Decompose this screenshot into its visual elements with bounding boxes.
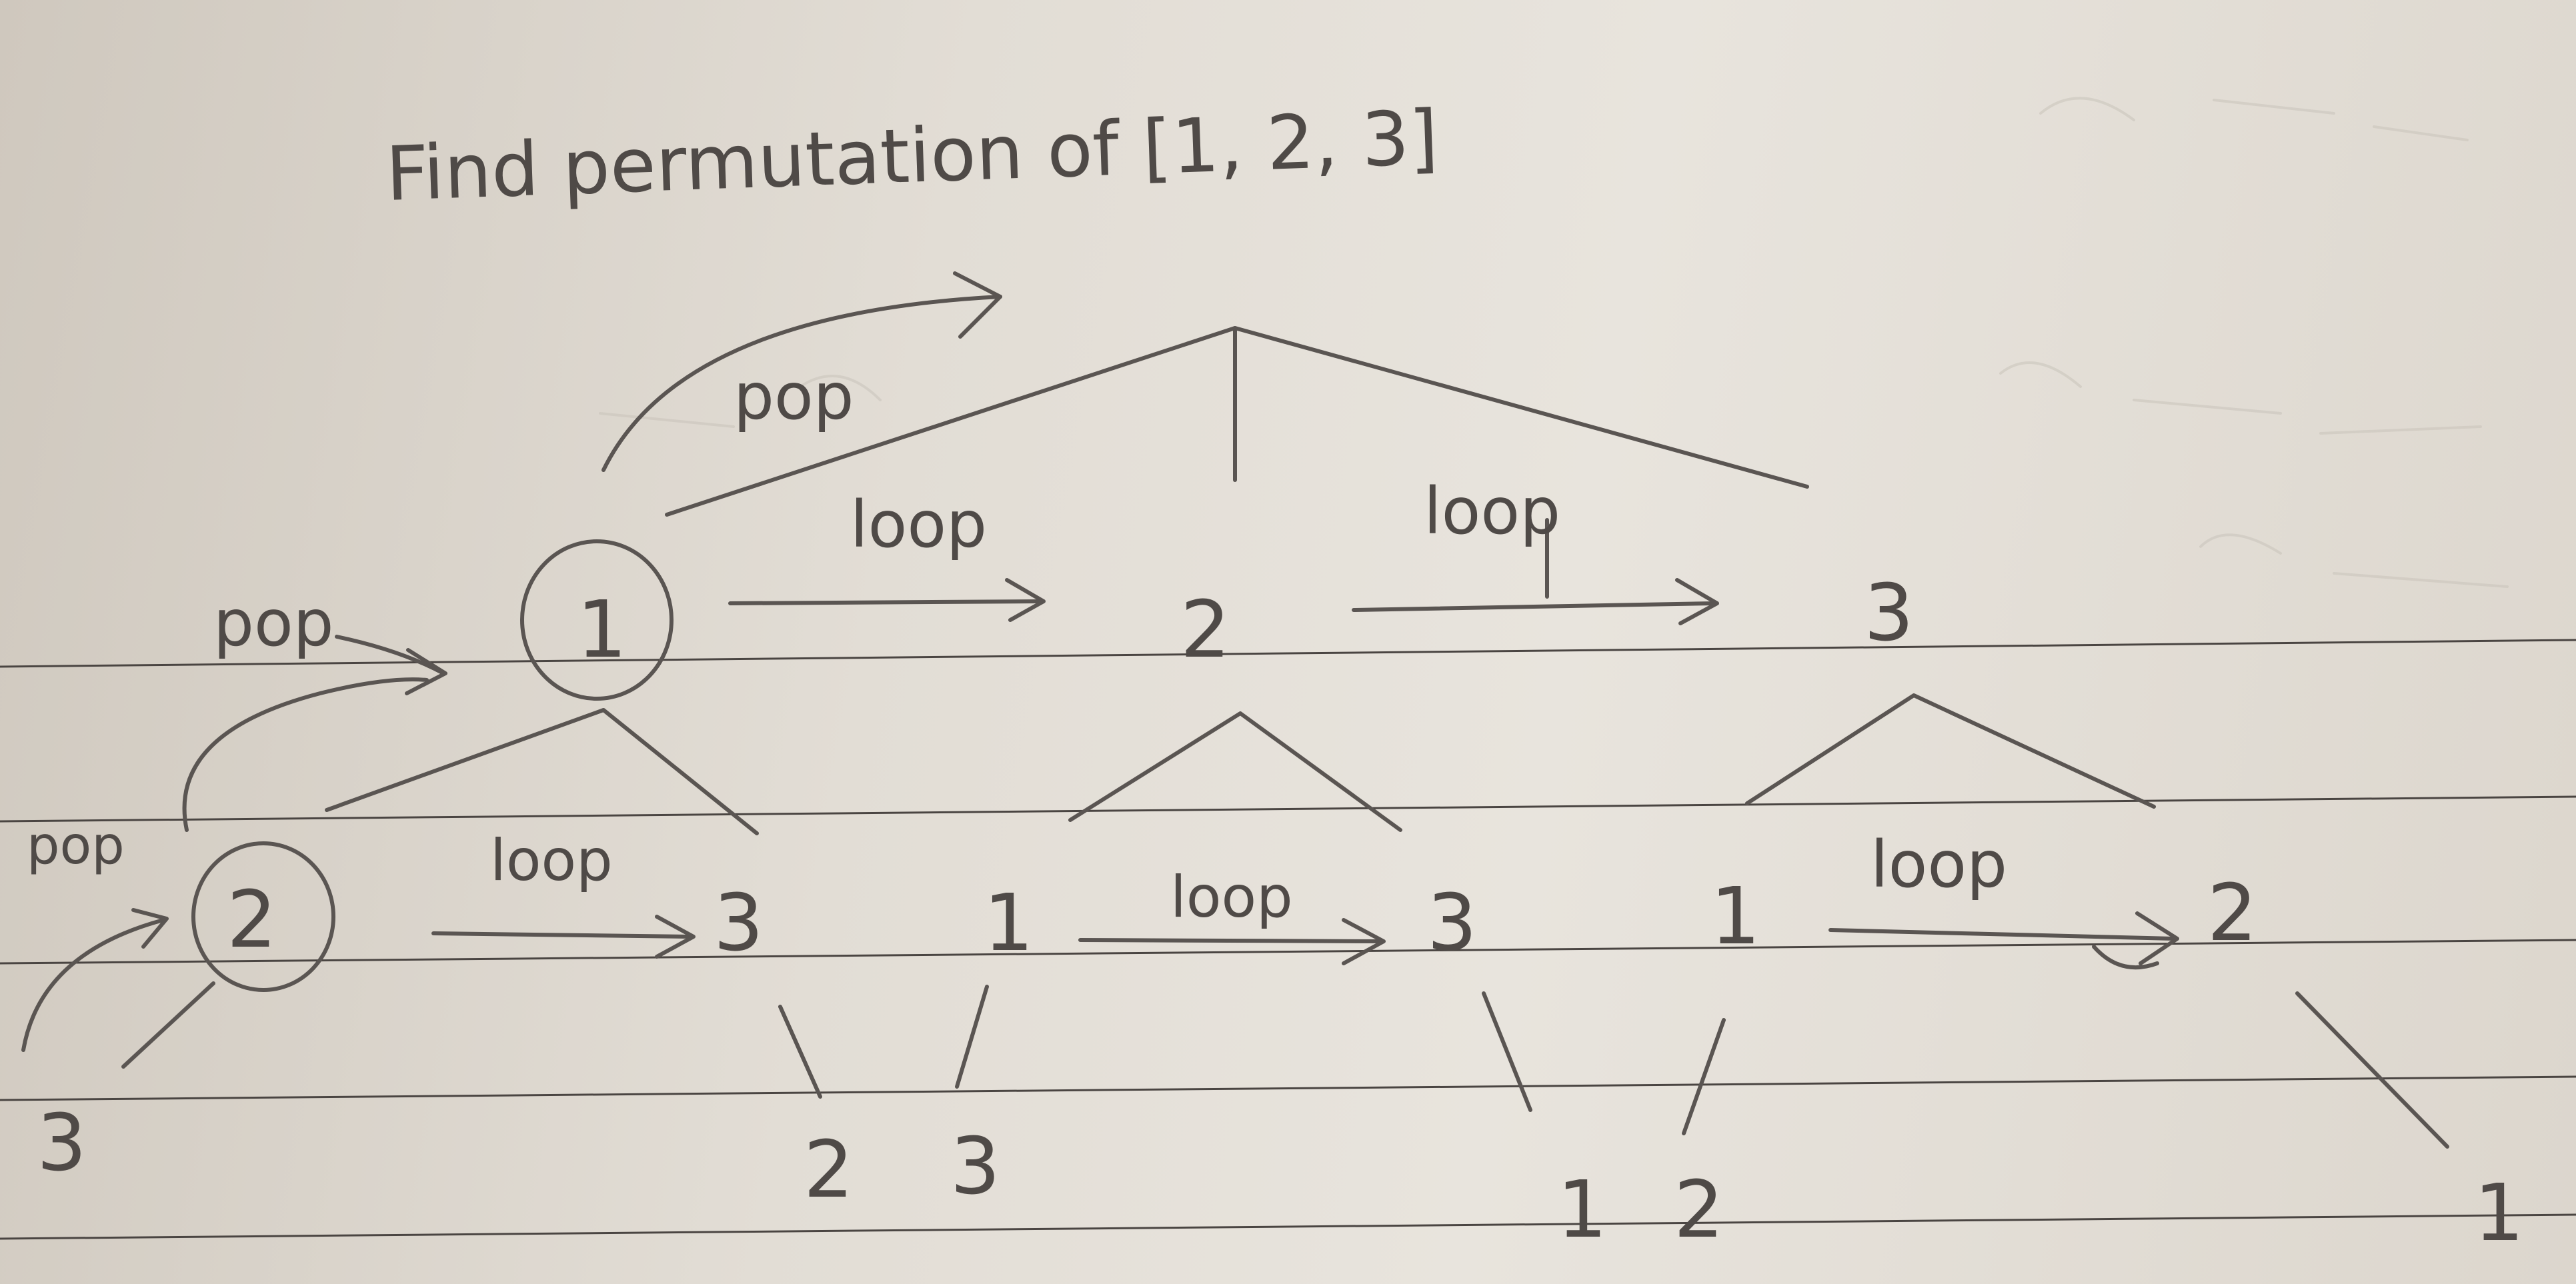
node-l2-1: 2	[227, 873, 277, 965]
page-title: Find permutation of [1, 2, 3]	[384, 95, 1440, 218]
loop-arrow-l1-a-head	[1005, 578, 1046, 622]
edge-label-pop-l2: pop	[27, 816, 125, 876]
fan-node1	[325, 708, 759, 835]
leaf-l3-1: 3	[37, 1097, 87, 1189]
ruled-line	[0, 1213, 2576, 1240]
leaf-l3-5: 2	[1674, 1163, 1724, 1255]
ruled-lines	[0, 639, 2576, 1240]
ruled-line	[0, 639, 2576, 668]
loop-arrow-l1-b	[1352, 601, 1716, 612]
loop-arrow-l2-c	[1828, 928, 2176, 941]
pop-arrow-l1	[335, 635, 445, 675]
loop-arrow-l2-a-head	[655, 915, 696, 959]
branch-3-to-2	[778, 1005, 822, 1099]
leaf-l3-6: 1	[2474, 1167, 2524, 1259]
loop-arrow-l2-c-squiggle	[2092, 945, 2159, 970]
branch-2-to-3	[121, 981, 215, 1069]
branch-3-to-1	[1482, 991, 1532, 1112]
branch-1-to-3	[955, 985, 989, 1089]
edge-label-loop-l1-a: loop	[850, 487, 987, 562]
node-l2-2: 3	[714, 877, 764, 969]
edge-label-loop-l2-a: loop	[490, 827, 613, 894]
fan-node3	[1745, 693, 2156, 809]
node-l1-3: 3	[1864, 567, 1914, 659]
pop-arrow-top-head	[953, 271, 1002, 339]
pop-arrow-top	[601, 295, 1002, 472]
loop-arrow-l2-b-head	[1342, 918, 1386, 965]
node-highlight-circle	[520, 539, 674, 701]
node-l2-4: 3	[1427, 877, 1477, 969]
leaf-l3-4: 1	[1557, 1163, 1607, 1255]
ruled-line	[0, 939, 2576, 965]
loop-arrow-l1-a	[728, 599, 1042, 605]
node-l1-2: 2	[1180, 583, 1230, 675]
node-l1-1: 1	[577, 583, 627, 675]
loop-arrow-l2-b	[1078, 938, 1382, 943]
loop-arrow-l1-b-head	[1675, 578, 1719, 625]
node-l2-3: 1	[984, 877, 1034, 969]
node-highlight-circle	[191, 841, 335, 992]
pop-arrow-l2-up	[182, 677, 429, 832]
branch-2-to-1	[2295, 991, 2449, 1149]
edge-label-pop: pop	[734, 359, 854, 434]
ruled-line	[0, 1075, 2576, 1101]
leaf-l3-2: 2	[804, 1123, 854, 1215]
pop-arrow-l2-head	[131, 908, 169, 949]
pop-arrow-l1-head	[405, 648, 447, 695]
edge-label-loop-l2-b: loop	[1170, 864, 1293, 931]
loop-arrow-l2-a	[431, 931, 692, 939]
edge-label-loop-l1-b: loop	[1424, 474, 1560, 549]
fan-node2	[1068, 711, 1402, 832]
ruled-line	[0, 795, 2576, 823]
leaf-l3-3: 3	[950, 1120, 1000, 1212]
edge-label-loop-l2-c: loop	[1870, 827, 2007, 902]
edge-label-pop-l1: pop	[213, 586, 334, 661]
show-through-marks	[599, 97, 2509, 588]
branch-1-to-2	[1682, 1018, 1726, 1135]
node-l2-6: 2	[2207, 867, 2257, 959]
node-l2-5: 1	[1710, 870, 1760, 962]
pop-arrow-l2	[21, 918, 165, 1052]
loop-arrow-l2-c-head	[2135, 911, 2179, 965]
